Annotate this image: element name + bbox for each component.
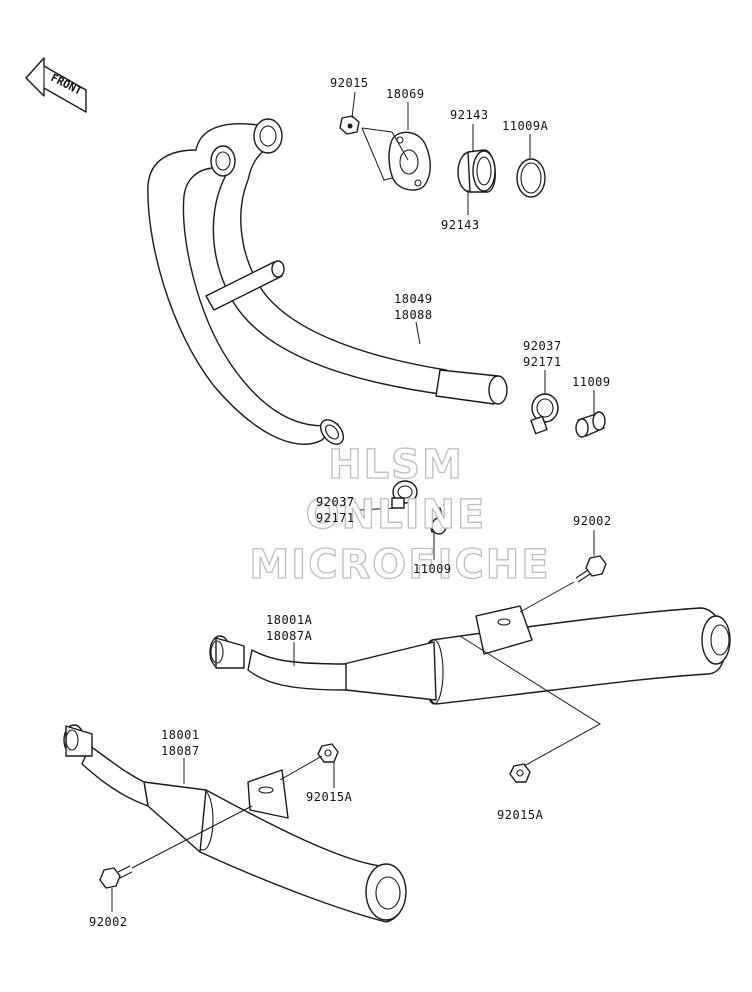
label-92037-center: 92037 <box>316 495 355 509</box>
label-92143-lower: 92143 <box>441 218 480 232</box>
label-92002-lower: 92002 <box>89 915 128 929</box>
gasket-11009-center <box>425 507 447 535</box>
gasket-11009-right <box>575 411 606 438</box>
nut-92015A-lower <box>509 763 531 783</box>
leader-lines <box>111 91 601 912</box>
clamp-92037-right <box>530 393 559 435</box>
muffler-18001 <box>63 724 407 923</box>
watermark-line-2: ONLINE <box>306 492 487 538</box>
label-92015A-lower: 92015A <box>497 808 544 822</box>
bolt-92002-right <box>575 555 607 583</box>
label-18049: 18049 <box>394 292 433 306</box>
collar-92143 <box>457 149 496 193</box>
nut-92015A-upper <box>317 743 339 763</box>
part-labels: 92015 18069 92143 11009A 92143 18049 180… <box>89 76 612 929</box>
label-18069: 18069 <box>386 87 425 101</box>
label-18088: 18088 <box>394 308 433 322</box>
label-11009A: 11009A <box>502 119 549 133</box>
bolt-92002-lower <box>99 865 133 889</box>
flange-18069 <box>388 131 431 191</box>
front-arrow-icon: FRONT <box>25 57 87 113</box>
muffler-18001A <box>209 605 731 705</box>
label-11009-right: 11009 <box>572 375 611 389</box>
label-92015A-upper: 92015A <box>306 790 353 804</box>
watermark-line-1: HLSM <box>328 442 464 488</box>
label-92015-top: 92015 <box>330 76 369 90</box>
gasket-11009A <box>516 158 546 198</box>
label-92002-right: 92002 <box>573 514 612 528</box>
label-92171-center: 92171 <box>316 511 355 525</box>
exhaust-header-pipe <box>147 118 508 445</box>
clamp-92037-center <box>391 480 418 509</box>
label-11009-center: 11009 <box>413 562 452 576</box>
label-92171-right: 92171 <box>523 355 562 369</box>
watermark-line-3: MICROFICHE <box>249 542 550 588</box>
label-92143-upper: 92143 <box>450 108 489 122</box>
label-18001A: 18001A <box>266 613 313 627</box>
label-18087A: 18087A <box>266 629 313 643</box>
watermark: HLSM ONLINE MICROFICHE <box>249 441 550 588</box>
nut-92015-top <box>339 115 360 135</box>
label-18001: 18001 <box>161 728 200 742</box>
label-92037-right: 92037 <box>523 339 562 353</box>
label-18087: 18087 <box>161 744 200 758</box>
